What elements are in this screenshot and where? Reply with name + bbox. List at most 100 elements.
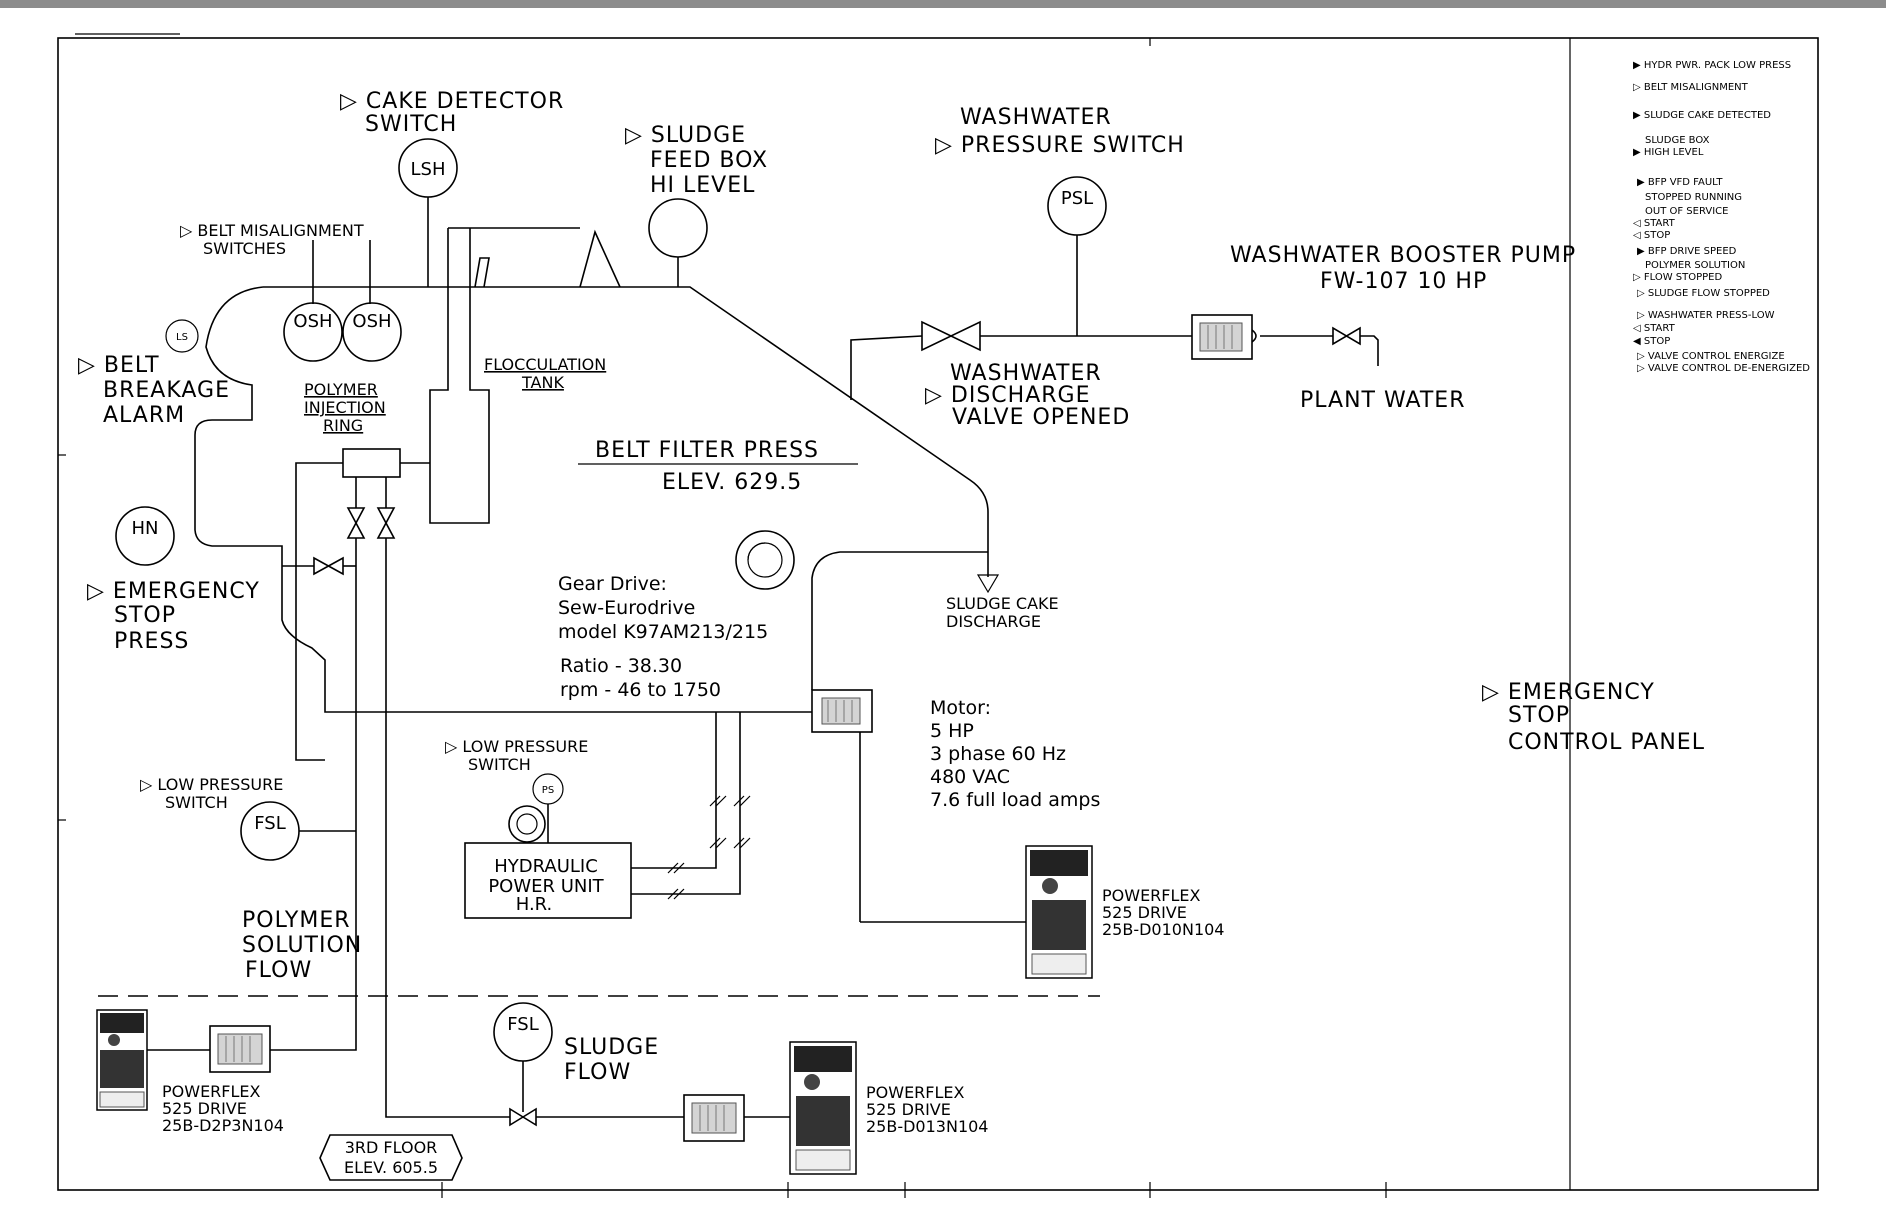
cake-detector-label: ▷ CAKE DETECTOR — [340, 89, 564, 114]
powerflex-main-label: POWERFLEX — [1102, 886, 1201, 905]
legend-item: ◁ START — [1633, 323, 1676, 334]
belt-breakage-alarm: LS ▷ BELT BREAKAGE ALARM — [78, 319, 230, 428]
gear-drive-ratio: Ratio - 38.30 — [560, 655, 682, 677]
belt-filter-press-elev: ELEV. 629.5 — [662, 470, 802, 495]
cake-detector-label-2: SWITCH — [365, 112, 457, 137]
flocculation-tank-label-2: TANK — [521, 373, 564, 392]
motor-voltage: 480 VAC — [930, 766, 1010, 788]
sludge-feed-box-label-3: HI LEVEL — [650, 173, 755, 198]
third-floor-elev: ELEV. 605.5 — [344, 1158, 438, 1177]
emergency-stop-press-label-2: STOP — [114, 603, 176, 628]
washwater-piping — [850, 314, 1379, 400]
sludge-flow-label: SLUDGE — [564, 1035, 659, 1060]
sludge-flow-switch: FSL SLUDGE FLOW — [493, 1002, 684, 1127]
legend-item: ▷ WASHWATER PRESS-LOW — [1637, 310, 1775, 321]
emergency-stop-control-panel: ▷ EMERGENCY STOP CONTROL PANEL — [1482, 680, 1705, 755]
polymer-flow-switch: ▷ LOW PRESSURE SWITCH FSL POLYMER SOLUTI… — [140, 775, 362, 983]
emergency-stop-panel-label-3: CONTROL PANEL — [1508, 730, 1705, 755]
washwater-label: WASHWATER — [960, 105, 1112, 130]
press-motor — [811, 689, 1030, 923]
sludge-cake-discharge-label: SLUDGE CAKE — [946, 594, 1059, 613]
psl-tag: PSL — [1061, 188, 1093, 209]
emergency-stop-panel-label-2: STOP — [1508, 703, 1570, 728]
powerflex-polymer-model: 25B-D2P3N104 — [162, 1116, 284, 1135]
powerflex-polymer-label-2: 525 DRIVE — [162, 1099, 247, 1118]
gear-drive-maker: Sew-Eurodrive — [558, 597, 695, 619]
low-pressure-switch-label: ▷ LOW PRESSURE — [445, 737, 588, 756]
hpu-label: HYDRAULIC — [494, 856, 598, 877]
osh-tag-1: OSH — [293, 311, 332, 332]
polymer-injection-label: POLYMER — [304, 380, 378, 399]
legend-item: ◀ STOP — [1633, 336, 1670, 347]
legend-item: SLUDGE BOX — [1645, 135, 1710, 146]
powerflex-drive-sludge: POWERFLEX 525 DRIVE 25B-D013N104 — [683, 1041, 988, 1175]
alarm-legend: ▶ HYDR PWR. PACK LOW PRESS ▷ BELT MISALI… — [1633, 60, 1810, 374]
powerflex-sludge-model: 25B-D013N104 — [866, 1117, 988, 1136]
hn-tag: HN — [132, 518, 159, 539]
motor-hp: 5 HP — [930, 720, 974, 742]
window-top-bar — [0, 0, 1886, 8]
hpu-label-3: H.R. — [516, 894, 553, 915]
washwater-discharge-label-3: VALVE OPENED — [952, 405, 1130, 430]
legend-item: ◁ START — [1633, 218, 1676, 229]
gear-drive: Gear Drive: Sew-Eurodrive model K97AM213… — [558, 530, 795, 701]
legend-item: ▷ VALVE CONTROL DE-ENERGIZED — [1637, 363, 1810, 374]
powerflex-sludge-label-2: 525 DRIVE — [866, 1100, 951, 1119]
legend-item: STOPPED RUNNING — [1645, 192, 1742, 203]
sludge-feed-box-label: ▷ SLUDGE — [625, 123, 746, 148]
legend-item: OUT OF SERVICE — [1645, 206, 1728, 217]
polymer-injection-label-3: RING — [323, 416, 363, 435]
belt-breakage-label-2: BREAKAGE — [103, 378, 230, 403]
gear-drive-model: model K97AM213/215 — [558, 621, 768, 643]
powerflex-drive-main: POWERFLEX 525 DRIVE 25B-D010N104 — [1025, 845, 1224, 979]
motor-phase: 3 phase 60 Hz — [930, 743, 1066, 765]
osh-tag-2: OSH — [352, 311, 391, 332]
fsl-sludge-tag: FSL — [507, 1014, 539, 1035]
legend-item: ▷ VALVE CONTROL ENERGIZE — [1637, 351, 1785, 362]
washwater-discharge-label: WASHWATER — [950, 361, 1102, 386]
flocculation-tank-label: FLOCCULATION — [484, 355, 606, 374]
polymer-solution-label-2: SOLUTION — [242, 933, 362, 958]
emergency-stop-press: HN ▷ EMERGENCY STOP PRESS — [87, 506, 260, 654]
pressure-switch-label: ▷ PRESSURE SWITCH — [935, 133, 1185, 158]
motor-amps: 7.6 full load amps — [930, 789, 1100, 811]
belt-filter-press-label: BELT FILTER PRESS — [595, 438, 819, 463]
powerflex-sludge-label: POWERFLEX — [866, 1083, 965, 1102]
booster-pump-label: WASHWATER BOOSTER PUMP — [1230, 243, 1576, 268]
belt-breakage-label: ▷ BELT — [78, 353, 160, 378]
cake-detector-switch: ▷ CAKE DETECTOR SWITCH LSH — [340, 89, 564, 287]
poly-low-pressure-label: ▷ LOW PRESSURE — [140, 775, 283, 794]
sludge-flow-label-2: FLOW — [564, 1060, 631, 1085]
sludge-cake-discharge-label-2: DISCHARGE — [946, 612, 1041, 631]
flocculation-tank: FLOCCULATION TANK — [429, 227, 606, 524]
powerflex-drive-polymer: POWERFLEX 525 DRIVE 25B-D2P3N104 — [96, 1009, 357, 1135]
belt-filter-press-title: BELT FILTER PRESS ELEV. 629.5 — [578, 438, 858, 495]
belt-filter-press-outline — [194, 229, 1000, 713]
emergency-stop-press-label: ▷ EMERGENCY — [87, 579, 260, 604]
poly-low-pressure-label-2: SWITCH — [165, 793, 228, 812]
washwater-discharge-valve: WASHWATER ▷ DISCHARGE VALVE OPENED — [925, 361, 1130, 430]
lsh-tag: LSH — [411, 159, 446, 180]
legend-item: ▶ HIGH LEVEL — [1633, 147, 1704, 158]
emergency-stop-press-label-3: PRESS — [114, 629, 189, 654]
washwater-pressure-switch: WASHWATER ▷ PRESSURE SWITCH PSL — [935, 105, 1185, 336]
belt-misalignment-label-2: SWITCHES — [203, 239, 286, 258]
hydraulic-power-unit: ▷ LOW PRESSURE SWITCH PS HYDRAULIC POWER… — [445, 712, 751, 919]
legend-item: ▶ BFP DRIVE SPEED — [1637, 246, 1737, 257]
legend-item: ▷ BELT MISALIGNMENT — [1633, 82, 1749, 93]
third-floor-elevation-tag: 3RD FLOOR ELEV. 605.5 — [319, 1134, 463, 1181]
belt-breakage-label-3: ALARM — [103, 403, 185, 428]
sludge-feed-box-label-2: FEED BOX — [650, 148, 768, 173]
powerflex-polymer-label: POWERFLEX — [162, 1082, 261, 1101]
polymer-injection-ring: POLYMER INJECTION RING — [282, 380, 510, 1118]
polymer-injection-label-2: INJECTION — [304, 398, 386, 417]
motor-label: Motor: — [930, 697, 991, 719]
washwater-booster-pump: WASHWATER BOOSTER PUMP FW-107 10 HP — [1230, 243, 1576, 294]
sludge-cake-discharge: SLUDGE CAKE DISCHARGE — [946, 594, 1059, 631]
legend-item: ▶ BFP VFD FAULT — [1637, 177, 1723, 188]
booster-pump-tag: FW-107 10 HP — [1320, 269, 1487, 294]
gear-drive-rpm: rpm - 46 to 1750 — [560, 679, 721, 701]
washwater-discharge-label-2: ▷ DISCHARGE — [925, 383, 1091, 408]
ls-tag: LS — [176, 332, 188, 343]
